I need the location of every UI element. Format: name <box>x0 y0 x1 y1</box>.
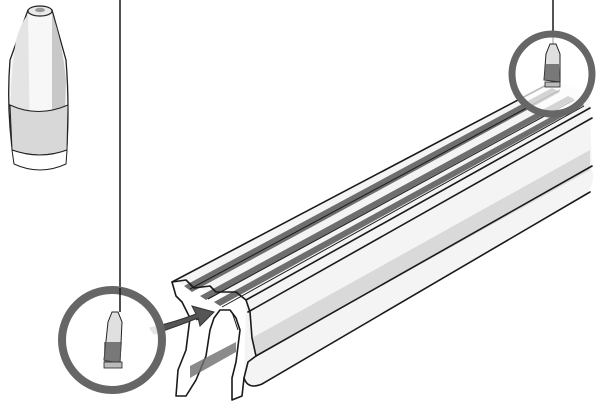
rail-profile-icon <box>171 79 594 401</box>
pointer-arrow-icon <box>149 305 215 335</box>
detail-magnifier-icon <box>58 286 166 394</box>
cable-gripper-icon <box>8 5 69 171</box>
detail-magnifier-icon <box>508 30 596 118</box>
